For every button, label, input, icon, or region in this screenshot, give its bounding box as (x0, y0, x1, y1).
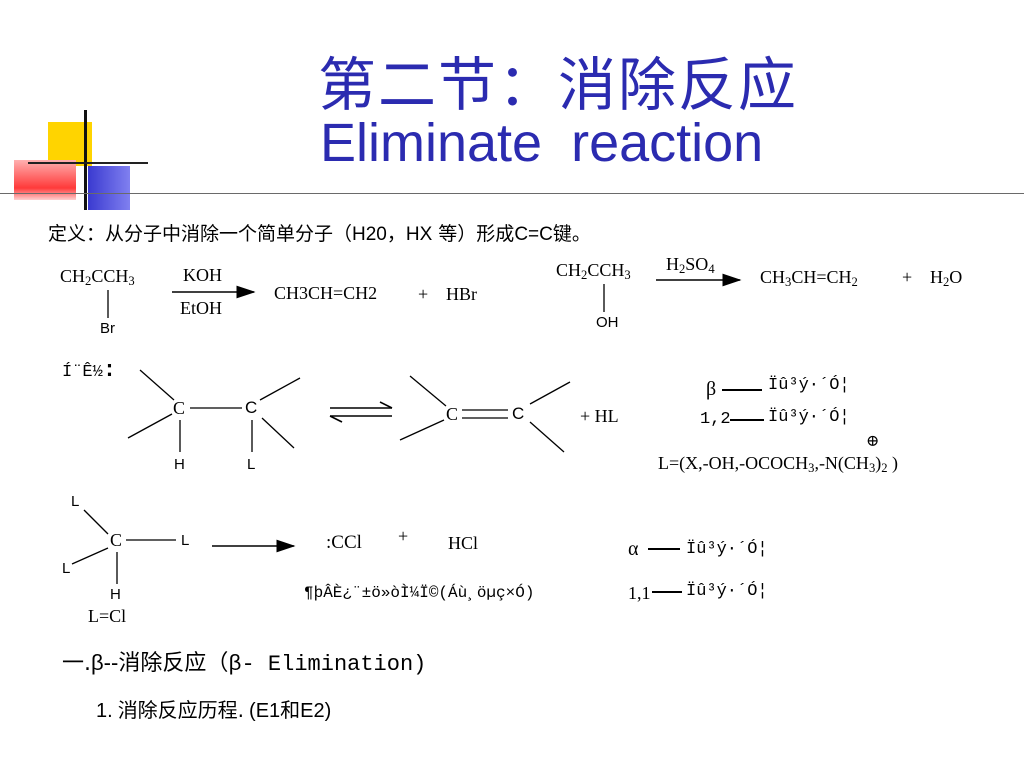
one-two-text: Ïû³ý·´Ó¦ (768, 408, 850, 427)
alpha-hcl: HCl (448, 533, 479, 553)
definition-suffix: 键。 (552, 223, 591, 245)
subsection-number: 1. (96, 700, 113, 722)
alpha-note: ¶þÂÈ¿¨±ö»òÌ¼Ï©(Áù¸öµç×Ó) (304, 584, 535, 602)
section-prefix: 一. (62, 651, 91, 676)
equilibrium-bottom-head (329, 415, 343, 423)
alpha-l-right: L (181, 532, 190, 549)
page-title-english: Eliminate reaction (320, 113, 764, 173)
r2-substituent-oh: OH (596, 314, 619, 331)
r2-plus: + (902, 267, 913, 287)
equilibrium-top-head (379, 401, 393, 409)
gen-bond-c2-lr (261, 417, 295, 449)
title-divider (0, 193, 1024, 194)
general-label: Í¨Ê½: (62, 358, 117, 383)
alkene-c1-ul (409, 375, 447, 407)
r1-reagent-bottom: EtOH (180, 298, 222, 318)
r1-reactant: CH2CCH3 (60, 266, 135, 288)
gen-carbon-2: C (245, 398, 258, 417)
leaving-group-definition: L=(X,-OH,-OCOCH3,-N(CH3)2 ) (658, 453, 899, 475)
alkene-carbon-2: C (512, 404, 525, 423)
r1-plus: + (418, 284, 429, 304)
section-greek: β (228, 652, 242, 677)
one-two-label: 1,2 (700, 410, 731, 429)
definition-middle: 等）形成 (432, 223, 515, 245)
section-heading-beta: 一.β--消除反应（β- Elimination) (62, 645, 426, 677)
r1-byproduct: HBr (446, 284, 477, 304)
gen-carbon-1: C (173, 398, 186, 418)
r2-product: CH3CH=CH2 (760, 267, 858, 289)
carbene: :CCl (326, 532, 362, 553)
section-cn: 消除反应（ (118, 651, 229, 676)
alpha-l-left: L (62, 560, 71, 577)
alpha-l-top: L (71, 493, 80, 510)
r2-byproduct: H2O (930, 267, 963, 289)
beta-text: Ïû³ý·´Ó¦ (768, 376, 850, 395)
subsection-cn: 消除反应历程. (117, 698, 245, 722)
positive-charge: ⊕ (866, 433, 880, 450)
definition-prefix: 定义：从分子中消除一个简单分子（ (48, 223, 353, 245)
alpha-hydrogen: H (110, 586, 121, 603)
alpha-bond-ll (71, 547, 109, 565)
alkene-carbon-1: C (446, 404, 459, 424)
logo-blue-square (88, 166, 130, 210)
r1-reagent-top: KOH (183, 265, 222, 285)
gen-bond-c1-ll (127, 413, 173, 439)
definition-line: 定义：从分子中消除一个简单分子（H20，HX 等）形成C=C键。 (48, 219, 591, 246)
one-one-text: Ïû³ý·´Ó¦ (686, 582, 768, 601)
section-english: - Elimination) (241, 652, 427, 677)
gen-bond-c2-ur (259, 377, 301, 401)
r1-substituent-br: Br (100, 320, 115, 337)
definition-bond: C=C (514, 224, 553, 245)
page-title-chinese: 第二节：消除反应 (318, 51, 799, 119)
logo-horizontal-bar (28, 162, 148, 164)
alkene-c1-ll (399, 419, 445, 441)
alpha-bond-ul (83, 509, 109, 535)
gen-bond-c1-ul (139, 369, 175, 401)
beta-symbol: β (706, 378, 717, 400)
gen-leaving-group: L (247, 456, 256, 473)
logo-vertical-bar (84, 110, 87, 210)
alpha-text: Ïû³ý·´Ó¦ (686, 540, 768, 559)
r1-product: CH3CH=CH2 (274, 283, 378, 303)
alpha-l-equals: L=Cl (88, 606, 127, 626)
alpha-plus: + (398, 526, 409, 546)
alkene-c2-lr (529, 421, 565, 453)
alpha-carbon: C (110, 530, 123, 550)
alpha-symbol: α (628, 538, 639, 560)
definition-molecules: H20，HX (352, 224, 433, 245)
r2-reactant: CH2CCH3 (556, 260, 631, 282)
gen-hydrogen: H (174, 456, 185, 473)
r2-reagent: H2SO4 (666, 254, 715, 276)
gen-plus-hl: + HL (580, 406, 619, 426)
one-one-label: 1,1 (628, 583, 651, 603)
subsection-heading: 1. 消除反应历程. (E1和E2) (96, 694, 331, 723)
alkene-c2-ur (529, 381, 571, 405)
subsection-paren: (E1和E2) (249, 700, 332, 722)
section-beta: β-- (91, 650, 119, 675)
